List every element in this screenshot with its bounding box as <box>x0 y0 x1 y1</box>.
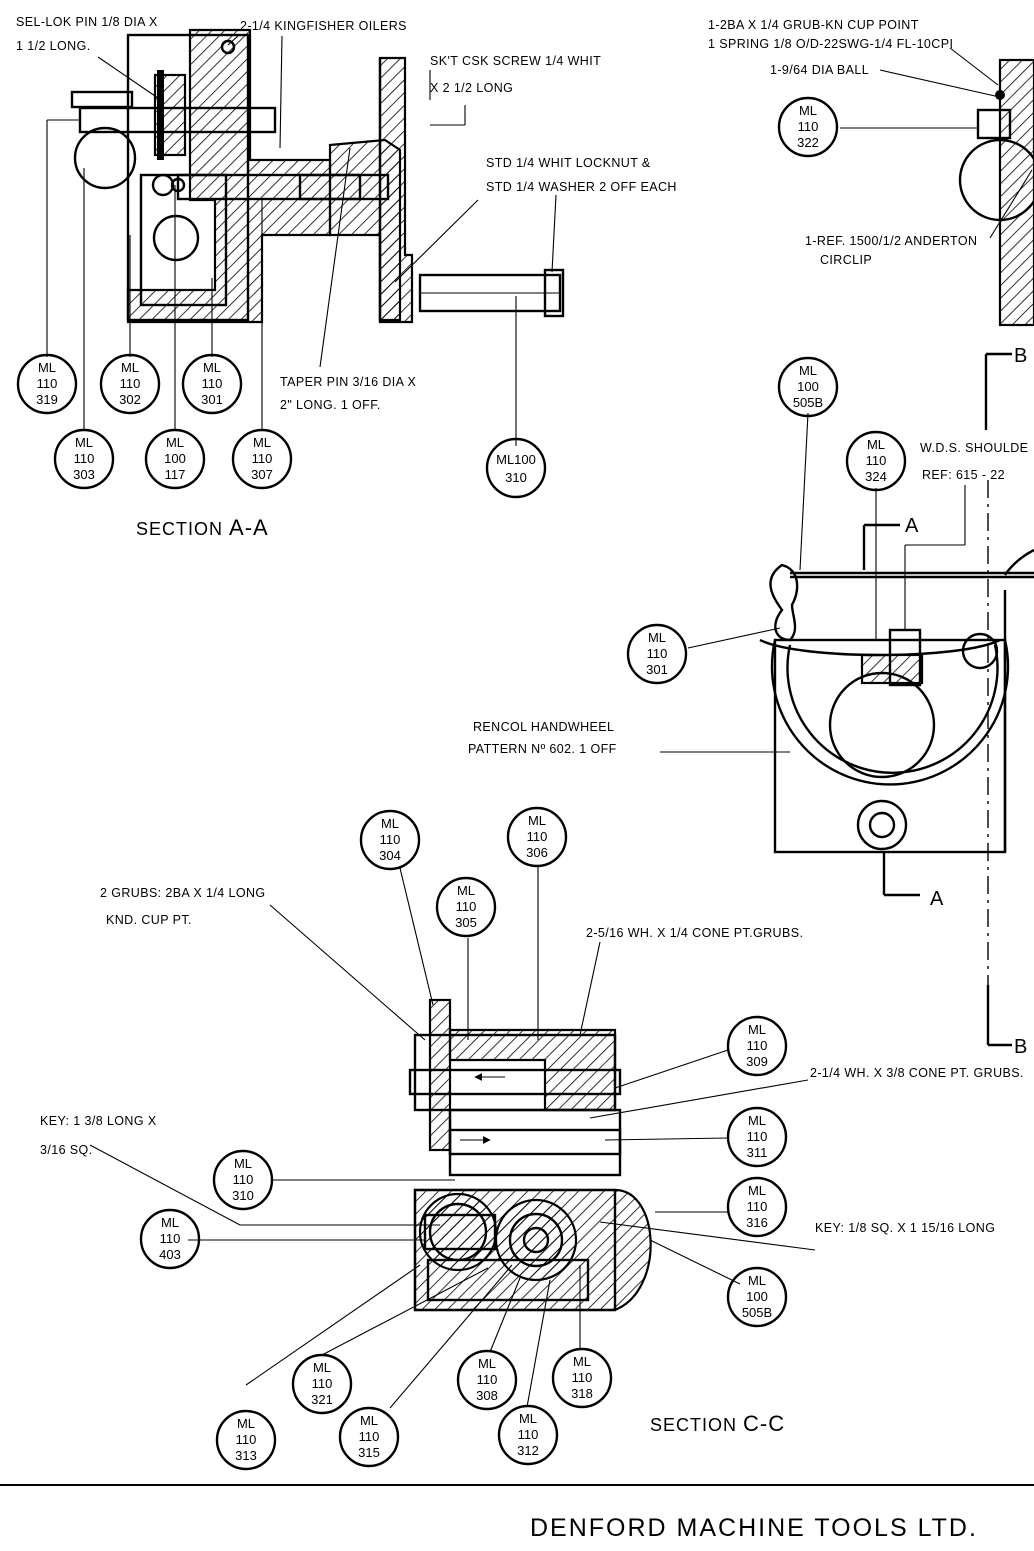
note-sel-lok-pin: SEL-LOK PIN 1/8 DIA X 1 1/2 LONG. <box>16 15 162 53</box>
notes-layer: SEL-LOK PIN 1/8 DIA X 1 1/2 LONG. 2-1/4 … <box>16 15 1032 1235</box>
note-skt-csk-screw: SK'T CSK SCREW 1/4 WHIT X 2 1/2 LONG <box>430 54 605 95</box>
section-marker-a-bottom: A <box>930 888 944 910</box>
section-marker-a-top: A <box>905 515 919 537</box>
note-kingfisher-oilers: 2-1/4 KINGFISHER OILERS <box>240 19 407 33</box>
note-key-left: KEY: 1 3/8 LONG X 3/16 SQ. <box>40 1114 160 1157</box>
section-cc-assembly <box>89 866 816 1409</box>
section-aa-heading: SECTION A-A <box>136 515 269 540</box>
note-cone-pt-grubs-2: 2-1/4 WH. X 3/8 CONE PT. GRUBS. <box>810 1066 1024 1080</box>
note-key-right: KEY: 1/8 SQ. X 1 15/16 LONG <box>815 1221 995 1235</box>
note-anderton-circlip: 1-REF. 1500/1/2 ANDERTON CIRCLIP <box>805 234 981 267</box>
section-marker-b-top: B <box>1014 345 1027 367</box>
note-two-grubs: 2 GRUBS: 2BA X 1/4 LONG KND. CUP PT. <box>100 886 269 927</box>
note-locknut-washer: STD 1/4 WHIT LOCKNUT & STD 1/4 WASHER 2 … <box>486 156 677 194</box>
note-taper-pin: TAPER PIN 3/16 DIA X 2" LONG. 1 OFF. <box>280 375 420 412</box>
note-cone-pt-grubs-1: 2-5/16 WH. X 1/4 CONE PT.GRUBS. <box>586 926 803 940</box>
section-marker-b-bottom: B <box>1014 1036 1027 1058</box>
top-right-partial-view <box>840 47 1034 327</box>
handwheel-view <box>660 352 1034 1047</box>
section-aa-assembly <box>46 28 565 446</box>
section-cc-heading: SECTION C-C <box>650 1411 785 1436</box>
note-dia-ball: 1-9/64 DIA BALL <box>770 63 869 77</box>
note-grub-cup-point: 1-2BA X 1/4 GRUB-KN CUP POINT 1 SPRING 1… <box>708 18 953 51</box>
company-name: DENFORD MACHINE TOOLS LTD. <box>530 1514 978 1542</box>
note-wds-shoulder: W.D.S. SHOULDE REF: 615 - 22 <box>920 441 1032 482</box>
note-rencol-handwheel: RENCOL HANDWHEEL PATTERN Nº 602. 1 OFF <box>468 720 618 756</box>
